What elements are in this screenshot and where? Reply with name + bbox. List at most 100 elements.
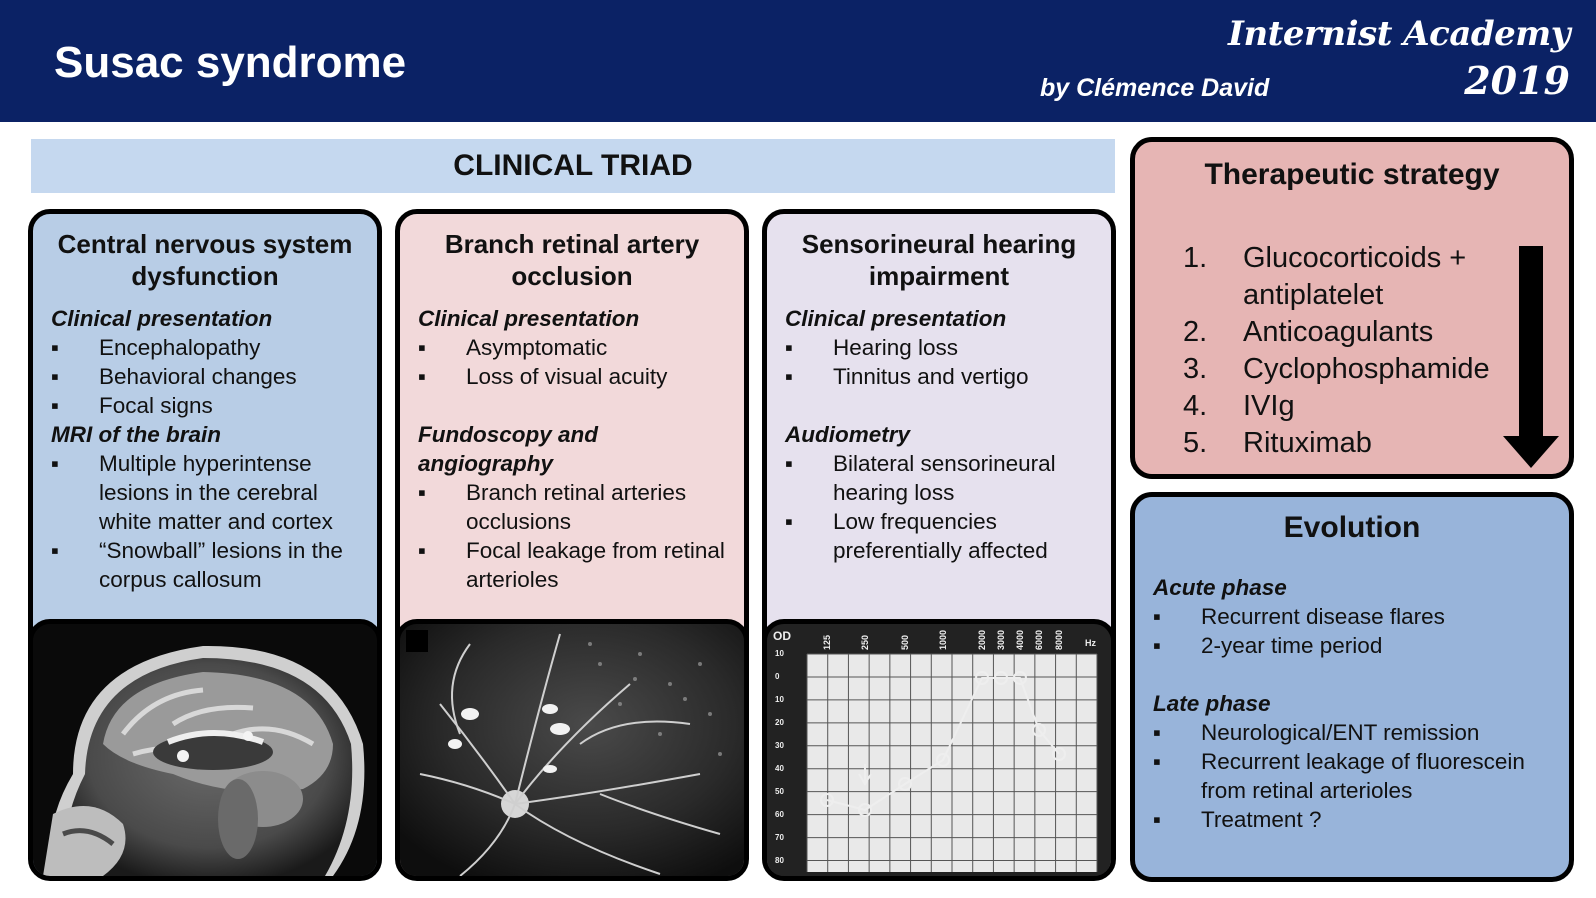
item-label: Cyclophosphamide: [1243, 353, 1490, 385]
audiogram-arrow: [858, 764, 872, 786]
section-heading: Late phase: [1153, 691, 1271, 716]
card-body: Clinical presentation Encephalopathy Beh…: [33, 292, 377, 594]
unit-label: Hz: [1085, 638, 1096, 648]
audiogram-image: OD Hz 125 250 500 1000 2000 3000 4000 6000 8000 10 0…: [767, 619, 1111, 876]
card-body: Clinical presentation Hearing loss Tinni…: [767, 292, 1111, 565]
card-body: Acute phase Recurrent disease flares 2-y…: [1135, 545, 1569, 834]
bullet-list: Branch retinal arteries occlusions Focal…: [418, 478, 726, 594]
bullet-list: Asymptomatic Loss of visual acuity: [418, 333, 726, 391]
therapy-list: 1. Glucocorticoids + antiplatelet 2. Antic…: [1183, 240, 1490, 462]
item-label: Rituximab: [1243, 427, 1372, 459]
audiogram-curve: [826, 677, 1060, 812]
bullet-list: Hearing loss Tinnitus and vertigo: [785, 333, 1093, 391]
list-item: Recurrent disease flares: [1153, 602, 1551, 631]
db-tick-label: 40: [775, 764, 784, 773]
angiography-image: [400, 619, 744, 876]
header-bar: Susac syndrome by Clémence David Interni…: [0, 0, 1596, 122]
freq-tick-label: 4000: [1015, 630, 1025, 650]
db-tick-label: 50: [775, 787, 784, 796]
mri-illustration: [33, 624, 377, 876]
section-heading: Clinical presentation: [51, 306, 273, 331]
list-item: Loss of visual acuity: [418, 362, 726, 391]
card-title: Sensorineural hearing impairment: [801, 229, 1077, 291]
bullet-list: Multiple hyperintense lesions in the cer…: [51, 449, 359, 594]
list-item: Bilateral sensorineural hearing loss: [785, 449, 1093, 507]
item-number: 1.: [1183, 242, 1208, 274]
list-item: Low frequencies preferentially affected: [785, 507, 1093, 565]
bullet-list: Neurological/ENT remission Recurrent lea…: [1153, 718, 1551, 834]
freq-tick-label: 3000: [996, 630, 1006, 650]
item-label: IVIg: [1243, 390, 1295, 422]
list-item: 2-year time period: [1153, 631, 1551, 660]
section-heading: MRI of the brain: [51, 422, 221, 447]
brain-mri-image: [33, 619, 377, 876]
card-title: Central nervous system dysfunction: [57, 229, 353, 291]
card-body: Clinical presentation Asymptomatic Loss …: [400, 292, 744, 594]
brand-year: 2019: [1464, 58, 1570, 103]
evolution-card: Evolution Acute phase Recurrent disease …: [1130, 492, 1574, 882]
audiogram-markers: [820, 671, 1066, 817]
author-line: by Clémence David: [1040, 74, 1270, 102]
list-item: “Snowball” lesions in the corpus callosu…: [51, 536, 359, 594]
db-tick-label: 20: [775, 718, 784, 727]
section-heading: Acute phase: [1153, 575, 1287, 600]
freq-tick-label: 8000: [1054, 630, 1064, 650]
item-number: 3.: [1183, 353, 1208, 385]
list-item: 2. Anticoagulants: [1183, 314, 1490, 351]
item-number: 5.: [1183, 427, 1208, 459]
card-title: Therapeutic strategy: [1204, 158, 1500, 191]
freq-tick-label: 250: [860, 635, 870, 650]
clinical-triad-banner: CLINICAL TRIAD: [31, 139, 1115, 193]
card-title: Branch retinal artery occlusion: [444, 229, 700, 291]
bullet-list: Bilateral sensorineural hearing loss Low…: [785, 449, 1093, 565]
card-title: Evolution: [1283, 511, 1421, 544]
section-heading: Clinical presentation: [418, 306, 640, 331]
list-item: Focal leakage from retinal arterioles: [418, 536, 726, 594]
ear-label: OD: [773, 629, 791, 643]
list-item: Treatment ?: [1153, 805, 1551, 834]
db-tick-label: 0: [775, 672, 780, 681]
db-tick-label: 80: [775, 856, 784, 865]
freq-tick-label: 500: [900, 635, 910, 650]
item-label: Glucocorticoids + antiplatelet: [1243, 242, 1467, 311]
list-item: Multiple hyperintense lesions in the cer…: [51, 449, 359, 536]
list-item: Hearing loss: [785, 333, 1093, 362]
db-tick-label: 70: [775, 833, 784, 842]
brand-name: Internist Academy: [1228, 14, 1570, 54]
list-item: Asymptomatic: [418, 333, 726, 362]
freq-tick-label: 125: [822, 635, 832, 650]
list-item: 5. Rituximab: [1183, 425, 1490, 462]
list-item: Behavioral changes: [51, 362, 359, 391]
list-item: 1. Glucocorticoids + antiplatelet: [1183, 240, 1490, 314]
db-tick-label: 10: [775, 695, 784, 704]
hearing-impairment-card: Sensorineural hearing impairment Clinica…: [762, 209, 1116, 881]
therapeutic-strategy-card: Therapeutic strategy 1. Glucocorticoids +…: [1130, 137, 1574, 479]
freq-tick-label: 1000: [938, 630, 948, 650]
brao-card: Branch retinal artery occlusion Clinical…: [395, 209, 749, 881]
list-item: Neurological/ENT remission: [1153, 718, 1551, 747]
item-label: Anticoagulants: [1243, 316, 1434, 348]
db-tick-label: 30: [775, 741, 784, 750]
bullet-list: Recurrent disease flares 2-year time per…: [1153, 602, 1551, 660]
page-title: Susac syndrome: [54, 38, 407, 87]
audiogram-illustration: OD Hz 125 250 500 1000 2000 3000 4000 6000 8000 10 0…: [767, 624, 1111, 876]
cns-dysfunction-card: Central nervous system dysfunction Clini…: [28, 209, 382, 881]
freq-tick-label: 6000: [1034, 630, 1044, 650]
list-item: Focal signs: [51, 391, 359, 420]
bullet-list: Encephalopathy Behavioral changes Focal …: [51, 333, 359, 420]
arrow-down-icon: [1503, 246, 1559, 468]
list-item: Encephalopathy: [51, 333, 359, 362]
freq-tick-label: 2000: [977, 630, 987, 650]
list-item: 3. Cyclophosphamide: [1183, 351, 1490, 388]
brand-logo: Internist Academy 2019: [1228, 14, 1570, 103]
list-item: Branch retinal arteries occlusions: [418, 478, 726, 536]
item-number: 2.: [1183, 316, 1208, 348]
item-number: 4.: [1183, 390, 1208, 422]
section-heading: Audiometry: [785, 422, 911, 447]
list-item: 4. IVIg: [1183, 388, 1490, 425]
list-item: Recurrent leakage of fluorescein from re…: [1153, 747, 1551, 805]
section-heading: Clinical presentation: [785, 306, 1007, 331]
list-item: Tinnitus and vertigo: [785, 362, 1093, 391]
section-heading: Fundoscopy and angiography: [418, 422, 598, 476]
db-tick-label: 60: [775, 810, 784, 819]
